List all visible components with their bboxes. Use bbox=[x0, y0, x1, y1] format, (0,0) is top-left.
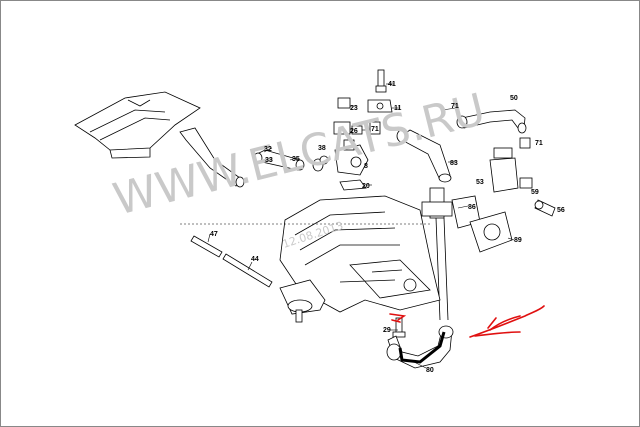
callout-32: 32 bbox=[264, 146, 272, 153]
callout-20: 20 bbox=[362, 183, 370, 190]
valve-53 bbox=[489, 147, 556, 217]
callout-59: 59 bbox=[531, 189, 539, 196]
callout-38: 38 bbox=[318, 145, 326, 152]
bolt-29 bbox=[392, 317, 406, 338]
vertical-pipe bbox=[435, 217, 449, 321]
intake-manifold bbox=[279, 195, 441, 313]
callout-23: 23 bbox=[350, 105, 358, 112]
callout-50: 50 bbox=[510, 95, 518, 102]
leader-lines bbox=[180, 83, 515, 369]
callout-8: 8 bbox=[364, 163, 368, 170]
callout-47: 47 bbox=[210, 231, 218, 238]
callout-44: 44 bbox=[251, 256, 259, 263]
valve-cluster bbox=[319, 139, 369, 191]
hose-80 bbox=[386, 325, 454, 369]
pipe-47-44 bbox=[190, 235, 273, 288]
callout-71: 71 bbox=[451, 103, 459, 110]
hose-highlight bbox=[398, 331, 446, 364]
callout-71-right: 71 bbox=[535, 140, 543, 147]
callout-26: 26 bbox=[350, 128, 358, 135]
red-annotation bbox=[389, 305, 545, 338]
callout-56: 56 bbox=[557, 207, 565, 214]
filter-canister bbox=[279, 279, 326, 323]
callout-11: 11 bbox=[394, 105, 402, 112]
callout-33: 33 bbox=[265, 157, 273, 164]
callout-80: 80 bbox=[426, 367, 434, 374]
callout-53: 53 bbox=[476, 179, 484, 186]
callout-labels: 41 11 71 50 23 26 71 71 32 33 35 38 8 83… bbox=[210, 81, 565, 374]
callout-71-mid: 71 bbox=[371, 126, 379, 133]
cylinder-head bbox=[74, 91, 201, 159]
actuator-86-89 bbox=[421, 187, 513, 253]
hose-83 bbox=[396, 129, 452, 183]
callout-35: 35 bbox=[292, 156, 300, 163]
bolt-and-bracket bbox=[333, 69, 393, 135]
hose-50 bbox=[456, 109, 531, 149]
callout-29: 29 bbox=[383, 327, 391, 334]
small-hose bbox=[253, 149, 324, 172]
callout-41: 41 bbox=[388, 81, 396, 88]
callout-89: 89 bbox=[514, 237, 522, 244]
callout-86: 86 bbox=[468, 204, 476, 211]
vent-pipe bbox=[179, 127, 245, 188]
callout-83: 83 bbox=[450, 160, 458, 167]
